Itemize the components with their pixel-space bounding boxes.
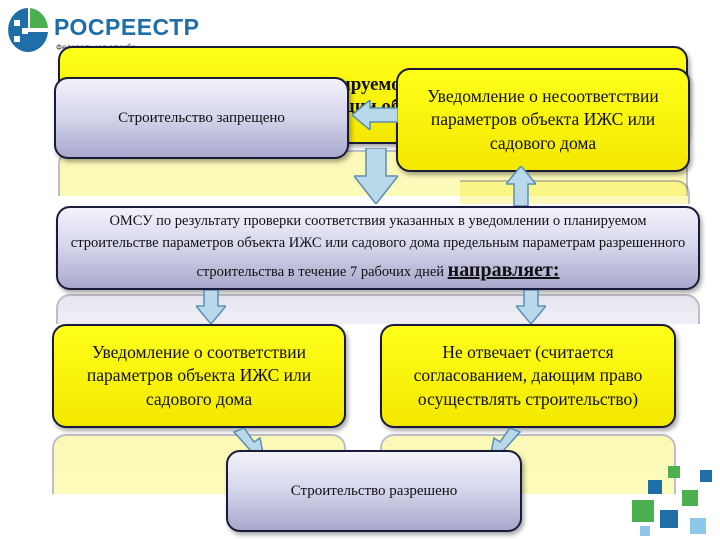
down-arrow-icon	[354, 148, 398, 204]
omsu-check-text: ОМСУ по результату проверки соответствия…	[70, 213, 686, 280]
decor-square	[690, 518, 706, 534]
nonconformity-notice-label: Уведомление о несоответствии параметров …	[427, 85, 659, 153]
omsu-check-box: ОМСУ по результату проверки соответствия…	[56, 206, 700, 290]
decor-square	[648, 480, 662, 494]
no-answer-label: Не отвечает (считается согласованием, да…	[413, 341, 643, 409]
nonconformity-notice-box: Уведомление о несоответствии параметров …	[396, 68, 690, 172]
rosreestr-emblem-icon	[8, 8, 49, 52]
omsu-reflection	[56, 294, 700, 324]
decor-square	[682, 490, 698, 506]
decor-square	[660, 510, 678, 528]
construction-forbidden-label: Строительство запрещено	[118, 109, 285, 126]
construction-forbidden-box: Строительство запрещено	[54, 77, 349, 159]
decor-square	[700, 470, 712, 482]
omsu-check-text-wrap: ОМСУ по результату проверки соответствия…	[68, 211, 688, 285]
construction-allowed-label: Строительство разрешено	[290, 482, 458, 499]
logo-title: РОСРЕЕСТР	[54, 14, 200, 40]
decor-square	[632, 500, 654, 522]
construction-allowed-box: Строительство разрешено	[226, 450, 522, 532]
nonconformity-reflection	[460, 178, 690, 204]
conformity-notice-label: Уведомление о соответствии параметров об…	[86, 341, 312, 409]
conformity-notice-box: Уведомление о соответствии параметров об…	[52, 324, 346, 428]
no-answer-box: Не отвечает (считается согласованием, да…	[380, 324, 676, 428]
left-arrow-icon	[352, 100, 398, 130]
up-arrow-icon	[506, 166, 536, 206]
down-arrow-right-icon	[516, 290, 546, 324]
down-arrow-left-icon	[196, 290, 226, 324]
decor-square	[640, 526, 650, 536]
omsu-sends-word: направляет:	[447, 258, 560, 281]
decor-square	[668, 466, 680, 478]
